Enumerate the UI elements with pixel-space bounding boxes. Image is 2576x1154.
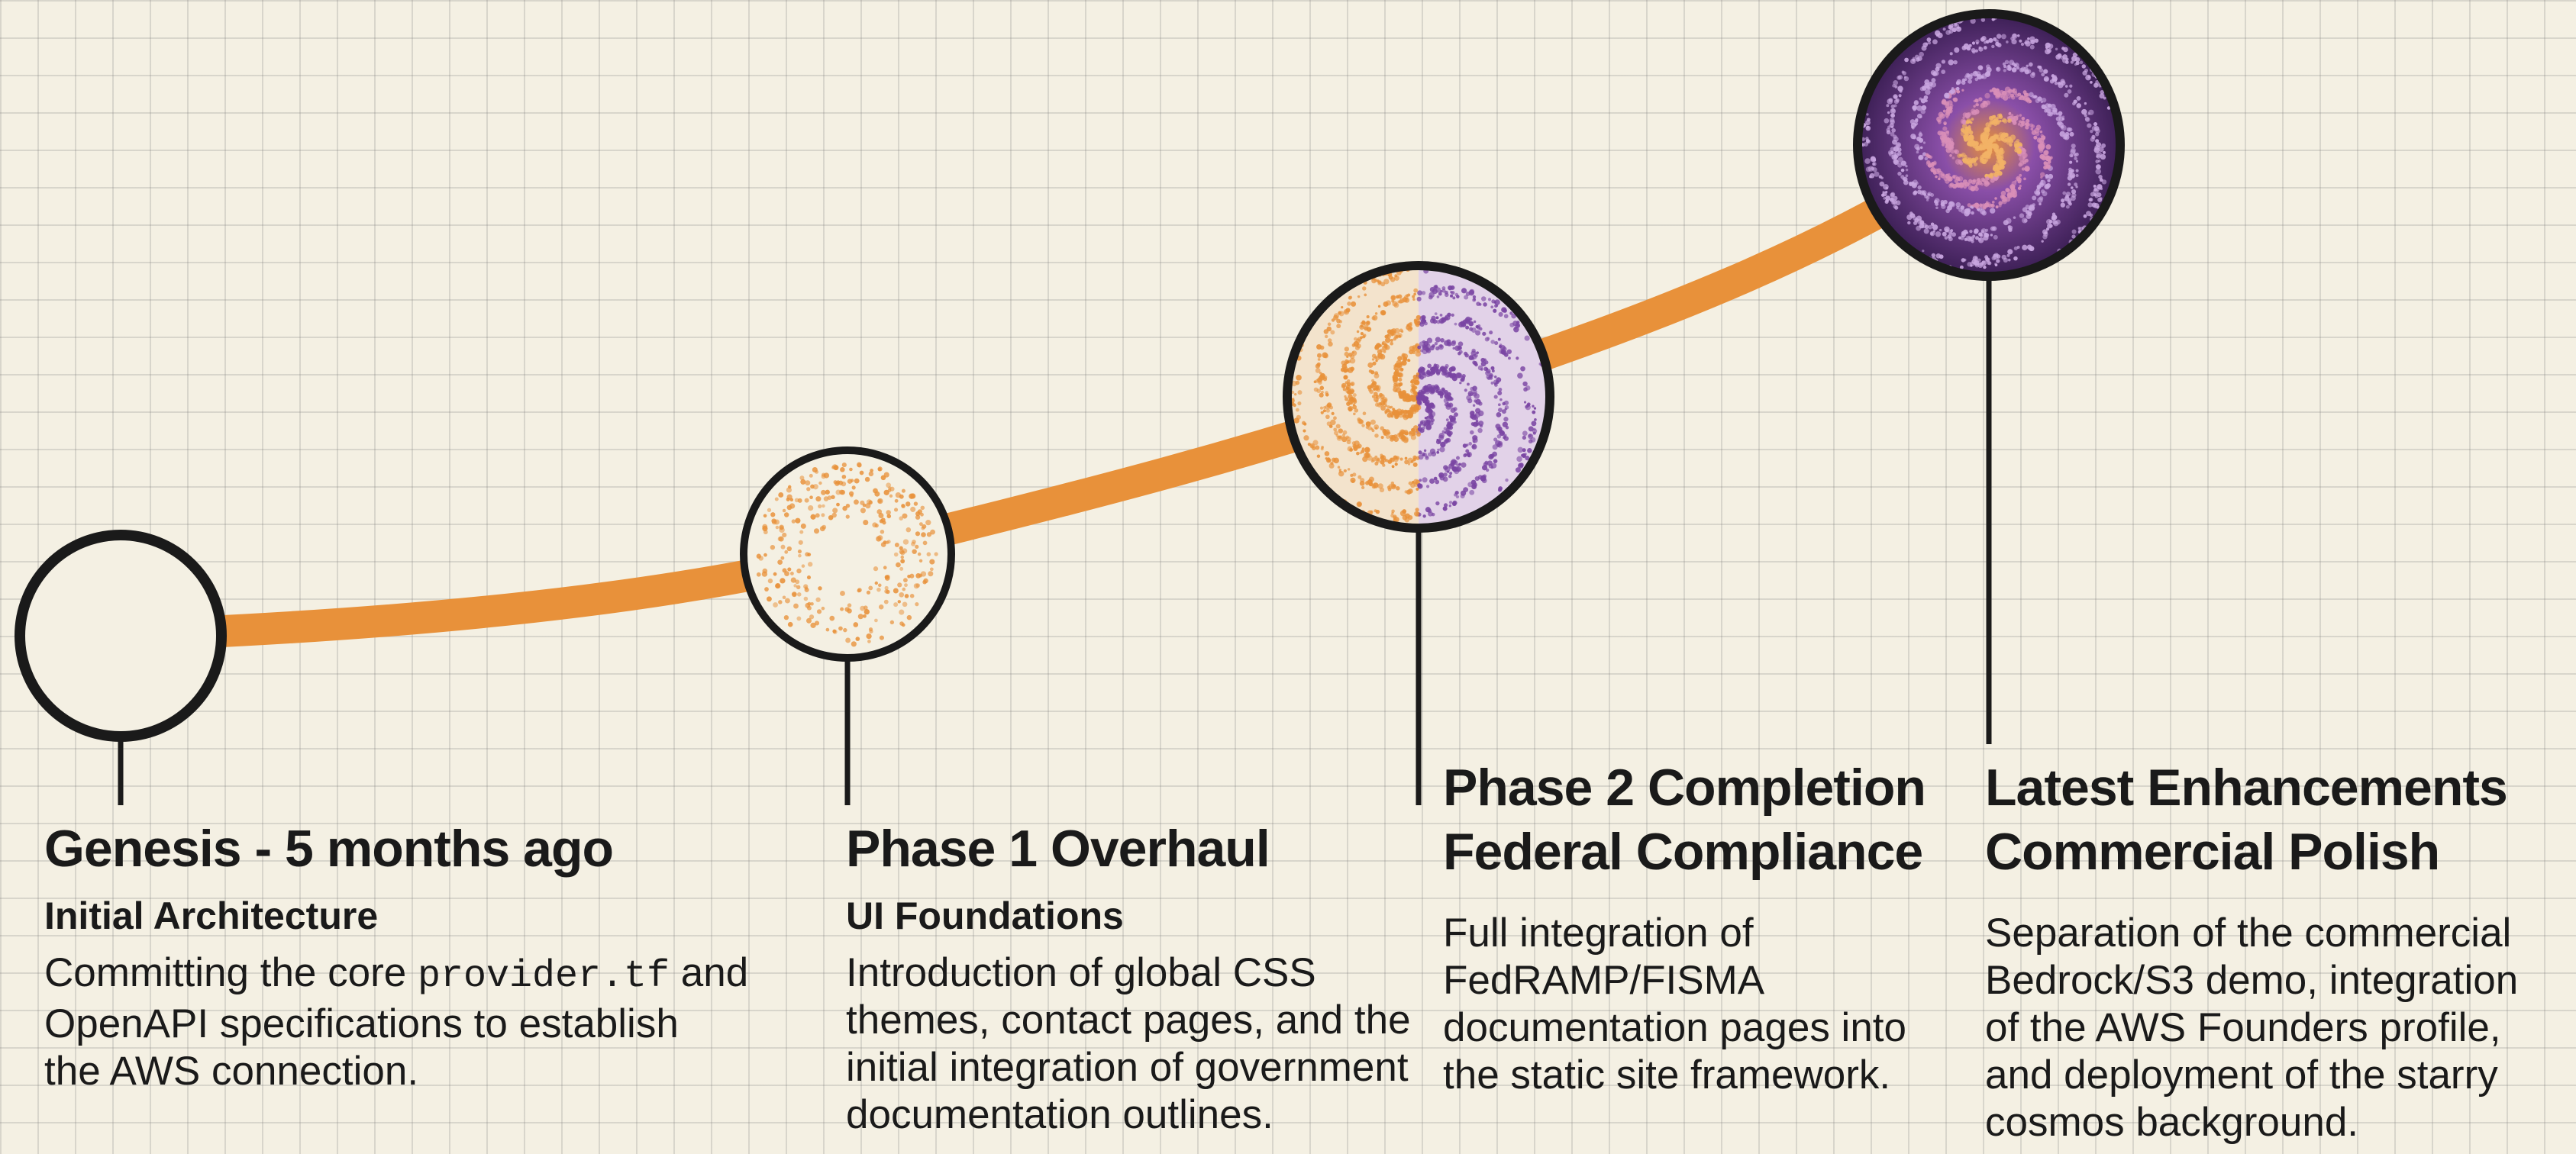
description-line: Full integration of	[1443, 911, 1754, 956]
description-line: of the AWS Founders profile,	[1985, 1005, 2501, 1050]
milestone-latest: Latest Enhancements Commercial Polish Se…	[1985, 756, 2518, 1146]
milestone-description: Full integration of FedRAMP/FISMA docume…	[1443, 910, 1926, 1099]
description-line: themes, contact pages, and the	[846, 998, 1411, 1043]
description-line: Separation of the commercial	[1985, 911, 2512, 956]
description-line: cosmos background.	[1985, 1100, 2359, 1145]
milestone-node-latest	[1853, 9, 2125, 281]
milestone-phase2: Phase 2 Completion Federal Compliance Fu…	[1443, 756, 1926, 1099]
milestone-description: Separation of the commercial Bedrock/S3 …	[1985, 910, 2518, 1146]
description-line: Introduction of global CSS	[846, 950, 1316, 995]
milestone-title: Latest Enhancements	[1985, 759, 2508, 817]
milestone-title: Genesis - 5 months ago	[44, 820, 614, 878]
milestone-node-phase2	[1283, 261, 1554, 533]
description-line: initial integration of government	[846, 1045, 1409, 1090]
milestone-genesis: Genesis - 5 months ago Initial Architect…	[44, 817, 748, 1095]
growth-curve	[105, 129, 2005, 652]
description-line: OpenAPI specifications to establish	[44, 1001, 679, 1046]
description-line: the static site framework.	[1443, 1052, 1891, 1098]
milestone-node-genesis	[15, 530, 227, 742]
description-line: FedRAMP/FISMA	[1443, 958, 1765, 1003]
milestone-description: Introduction of global CSS themes, conta…	[846, 949, 1411, 1139]
description-line: Bedrock/S3 demo, integration	[1985, 958, 2519, 1003]
milestone-phase1: Phase 1 Overhaul UI Foundations Introduc…	[846, 817, 1411, 1139]
description-line: documentation pages into	[1443, 1005, 1906, 1050]
milestone-title-line2: Federal Compliance	[1443, 823, 1923, 881]
milestone-title-line2: Commercial Polish	[1985, 823, 2440, 881]
milestone-title: Phase 1 Overhaul	[846, 820, 1270, 878]
code-provider-tf: provider.tf	[417, 955, 670, 998]
description-line: the AWS connection.	[44, 1049, 419, 1094]
description-line: and deployment of the starry	[1985, 1052, 2498, 1098]
milestone-title: Phase 2 Completion	[1443, 759, 1926, 817]
description-line: Committing the core provider.tf and	[44, 950, 749, 998]
description-line: documentation outlines.	[846, 1092, 1273, 1137]
orange-dot-pattern	[756, 462, 938, 647]
milestone-description: Committing the core provider.tf and Open…	[44, 949, 748, 1095]
milestone-subtitle: Initial Architecture	[44, 895, 379, 937]
milestone-subtitle: UI Foundations	[846, 895, 1124, 937]
